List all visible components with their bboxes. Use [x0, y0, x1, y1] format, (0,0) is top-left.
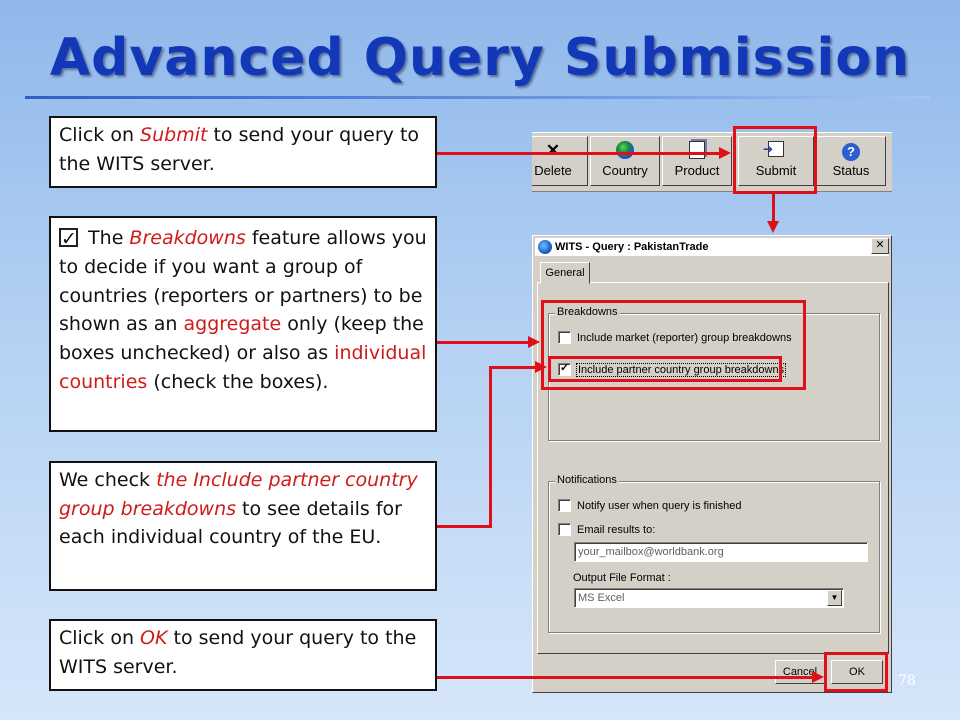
wits-toolbar: ✕ Delete Country Product ➔ Submit ? Stat…: [532, 132, 892, 192]
connector-toolbar-dialog: [772, 194, 775, 222]
tab-general[interactable]: General: [540, 262, 590, 284]
country-button[interactable]: Country: [590, 136, 660, 186]
arrow-right-icon: [535, 361, 547, 373]
partner-breakdown-checkbox[interactable]: Include partner country group breakdowns: [558, 362, 787, 377]
chevron-down-icon[interactable]: ▼: [827, 590, 842, 606]
email-field[interactable]: your_mailbox@worldbank.org: [574, 542, 868, 562]
delete-button[interactable]: ✕ Delete: [532, 136, 588, 186]
output-format-select[interactable]: MS Excel ▼: [574, 588, 844, 608]
submit-highlight: [733, 126, 817, 194]
submit-icon: ➔: [763, 141, 787, 161]
ok-highlight: [824, 652, 888, 692]
connector-submit: [437, 152, 721, 155]
partner-checkbox-highlight: [548, 356, 782, 382]
title-rule: [25, 96, 930, 99]
product-button[interactable]: Product: [662, 136, 732, 186]
arrow-right-icon: [719, 147, 731, 159]
checkbox-checked-icon: [59, 225, 78, 254]
callout-ok: Click on OK to send your query to the WI…: [49, 619, 437, 691]
callout-submit: Click on Submit to send your query to th…: [49, 116, 437, 188]
connector-breakdowns: [437, 341, 529, 344]
email-checkbox[interactable]: Email results to:: [558, 523, 655, 536]
checkbox[interactable]: [558, 499, 571, 512]
close-button[interactable]: ✕: [871, 238, 889, 254]
checkbox[interactable]: [558, 331, 571, 344]
page-number: 78: [898, 673, 916, 689]
group-label: Breakdowns: [555, 306, 620, 318]
arrow-down-icon: [767, 221, 779, 233]
query-dialog: WITS - Query : PakistanTrade ✕ General B…: [532, 235, 892, 693]
callout-breakdowns: The Breakdowns feature allows you to dec…: [49, 216, 437, 432]
breakdowns-highlight: [541, 300, 806, 390]
arrow-right-icon: [528, 336, 540, 348]
delete-x-icon: ✕: [545, 141, 561, 160]
connector-ok: [437, 676, 813, 679]
globe-icon: [614, 141, 636, 161]
connector-partner-h1: [437, 525, 492, 528]
callout-partner: We check the Include partner country gro…: [49, 461, 437, 591]
market-breakdown-checkbox[interactable]: Include market (reporter) group breakdow…: [558, 331, 792, 344]
connector-partner-h2: [489, 366, 536, 369]
arrow-right-icon: [812, 671, 824, 683]
globe-icon: [538, 240, 552, 254]
ok-button[interactable]: OK: [831, 660, 883, 684]
group-label: Notifications: [555, 474, 619, 486]
checkbox[interactable]: [558, 523, 571, 536]
notify-checkbox[interactable]: Notify user when query is finished: [558, 499, 741, 512]
connector-partner-v: [489, 366, 492, 528]
submit-button[interactable]: ➔ Submit: [738, 136, 814, 186]
output-format-label: Output File Format :: [573, 572, 671, 584]
general-tab-panel: Breakdowns Include market (reporter) gro…: [537, 282, 889, 654]
status-button[interactable]: ? Status: [816, 136, 886, 186]
checkbox[interactable]: [558, 363, 571, 376]
help-icon: ?: [840, 141, 862, 161]
slide-title: Advanced Query Submission: [49, 28, 911, 88]
product-icon: [686, 141, 708, 161]
dialog-titlebar: WITS - Query : PakistanTrade: [535, 238, 889, 256]
notifications-group: Notifications: [548, 474, 880, 633]
